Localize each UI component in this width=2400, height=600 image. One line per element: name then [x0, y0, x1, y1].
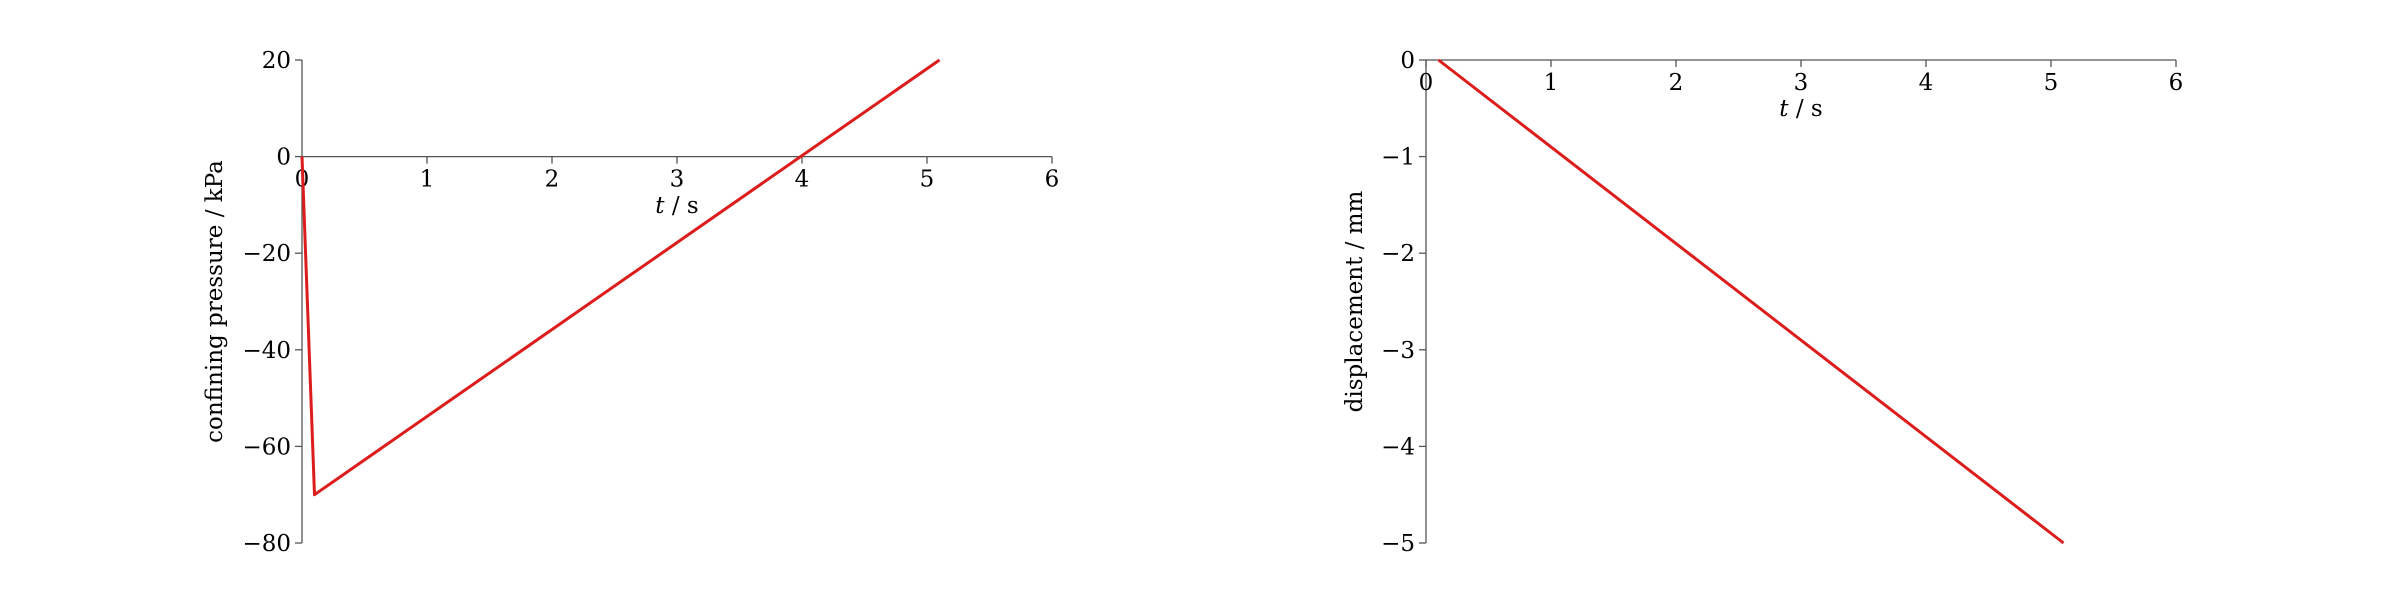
pressure-x-tick-label: 4: [795, 167, 810, 193]
pressure-y-tick-label: 0: [276, 145, 291, 171]
displacement-chart: −5 −4 −3 −2 −1 00 1 2 3 4 5 6 t / s displacement / mm: [1342, 48, 2183, 557]
pressure-x-tick-label: 6: [1045, 167, 1060, 193]
pressure-y-tick-label: −20: [242, 241, 291, 267]
displacement-y-tick-label: −5: [1381, 531, 1415, 557]
displacement-y-axis-title: displacement / mm: [1342, 190, 1368, 412]
displacement-y-tick-label: 0: [1400, 48, 1415, 74]
x-axis-variable: t: [655, 193, 665, 219]
displacement-series-line: [1437, 58, 2065, 545]
x-axis-unit: / s: [1789, 96, 1823, 122]
pressure-x-tick-label: 2: [545, 167, 560, 193]
x-axis-variable: t: [1779, 96, 1789, 122]
pressure-series-line: [300, 58, 941, 497]
displacement-x-tick-label: 0: [1419, 70, 1434, 96]
displacement-y-tick-label: −4: [1381, 434, 1415, 460]
displacement-x-tick-label: 2: [1669, 70, 1684, 96]
displacement-x-tick-label: 6: [2169, 70, 2184, 96]
pressure-y-tick-label: −60: [242, 434, 291, 460]
displacement-x-tick-label: 3: [1794, 70, 1809, 96]
pressure-y-tick-label: −80: [242, 531, 291, 557]
pressure-x-tick-label: 1: [420, 167, 435, 193]
pressure-y-tick-label: 20: [262, 48, 291, 74]
displacement-y-tick-label: −3: [1381, 338, 1415, 364]
displacement-y-tick-label: −2: [1381, 241, 1415, 267]
x-axis-unit: / s: [665, 193, 699, 219]
displacement-x-tick-label: 5: [2044, 70, 2059, 96]
pressure-y-axis-title: confining pressure / kPa: [202, 160, 228, 443]
displacement-x-tick-label: 4: [1919, 70, 1934, 96]
pressure-x-axis-title: t / s: [655, 193, 698, 219]
displacement-y-tick-label: −1: [1381, 145, 1415, 171]
displacement-x-tick-label: 1: [1544, 70, 1559, 96]
pressure-x-tick-label: 3: [670, 167, 685, 193]
pressure-y-tick-label: −40: [242, 338, 291, 364]
displacement-x-axis-title: t / s: [1779, 96, 1822, 122]
pressure-x-tick-label: 5: [920, 167, 935, 193]
